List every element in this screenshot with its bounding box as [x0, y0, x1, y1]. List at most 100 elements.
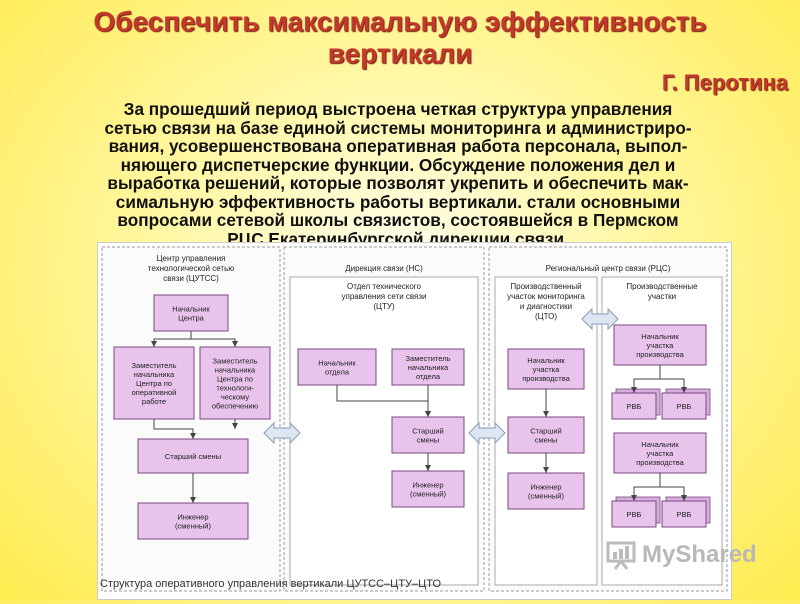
svg-text:Инженер: Инженер [530, 483, 561, 492]
svg-text:и диагностики: и диагностики [520, 302, 572, 311]
presentation-icon [606, 541, 636, 570]
connector-line [631, 473, 661, 501]
svg-text:Заместитель: Заместитель [406, 354, 451, 363]
svg-text:управления сети связи: управления сети связи [341, 292, 426, 301]
svg-text:участки: участки [648, 292, 676, 301]
box-center-head [153, 294, 229, 332]
svg-text:начальника: начальника [134, 370, 175, 379]
svg-text:РВБ: РВБ [677, 510, 692, 519]
svg-text:(сменный): (сменный) [528, 492, 564, 501]
box-rvb-1b [661, 392, 707, 420]
panel-rcs-label: Региональный центр связи (РЦС) [546, 264, 671, 273]
box-dept-deputy [391, 348, 465, 386]
svg-text:оперативной: оперативной [132, 388, 177, 397]
svg-text:смены: смены [417, 436, 440, 445]
svg-text:производства: производства [636, 458, 684, 467]
svg-text:РВБ: РВБ [627, 510, 642, 519]
svg-text:работе: работе [142, 397, 166, 406]
double-arrow-icon [581, 307, 619, 331]
svg-text:производства: производства [522, 374, 570, 383]
svg-text:участка: участка [647, 341, 674, 350]
svg-text:Старший смены: Старший смены [165, 452, 221, 461]
connector-line [153, 419, 196, 439]
body-line: няющего диспетчерские функции. Обсуждени… [120, 154, 676, 175]
svg-text:(сменный): (сменный) [175, 522, 211, 531]
box-rvb-2b-label: РВБ [677, 510, 692, 519]
svg-text:Производственный: Производственный [510, 282, 581, 291]
watermark: MyShared [606, 540, 757, 570]
double-arrow-icon [468, 421, 506, 445]
body-line: симальную эффективность работы вертикали… [115, 191, 681, 212]
box-cto-head [507, 348, 585, 390]
author-name: Г. Перотина [661, 70, 788, 95]
svg-text:связи (ЦУТСС): связи (ЦУТСС) [163, 274, 219, 283]
body-text: За прошедший период выстроена четкая стр… [10, 100, 786, 248]
svg-text:Центра по: Центра по [217, 375, 253, 384]
svg-text:обеспечению: обеспечению [212, 402, 259, 411]
svg-text:технологической сетью: технологической сетью [148, 264, 235, 273]
box-engineer-ctu-label: Инженер(сменный) [410, 481, 446, 499]
box-site-head-1 [613, 324, 707, 366]
box-senior-shift-cto [507, 416, 585, 454]
svg-text:Дирекция связи (НС): Дирекция связи (НС) [345, 264, 423, 273]
box-engineer-cutss [137, 502, 249, 540]
svg-text:ческому: ческому [221, 393, 250, 402]
svg-text:Центра: Центра [178, 314, 204, 323]
svg-text:Старший: Старший [530, 427, 562, 436]
svg-text:Начальник: Начальник [641, 332, 679, 341]
svg-text:Инженер: Инженер [412, 481, 443, 490]
svg-text:отдела: отдела [325, 368, 350, 377]
svg-text:смены: смены [535, 436, 558, 445]
body-line: вания, усовершенствована оперативная раб… [108, 136, 688, 156]
svg-text:Начальник: Начальник [318, 359, 356, 368]
connector-line [631, 365, 661, 393]
svg-text:Заместитель: Заместитель [132, 361, 177, 370]
svg-text:Инженер: Инженер [177, 513, 208, 522]
svg-text:технологи-: технологи- [216, 384, 254, 393]
slide-title: Обеспечить максимальную эффективность [93, 6, 707, 37]
svg-text:отдела: отдела [416, 372, 441, 381]
svg-text:Центр управления: Центр управления [157, 254, 226, 263]
box-engineer-cutss-label: Инженер(сменный) [175, 513, 211, 531]
box-rvb-2a-label: РВБ [627, 510, 642, 519]
box-engineer-ctu [391, 470, 465, 508]
svg-text:(ЦТУ): (ЦТУ) [373, 302, 395, 311]
body-line: сетью связи на базе единой системы монит… [104, 117, 692, 138]
svg-text:Отдел технического: Отдел технического [347, 282, 421, 291]
body-line: вопросами сетевой школы связистов, состо… [117, 210, 679, 230]
svg-text:Начальник: Начальник [172, 305, 210, 314]
box-senior-shift-cutss-label: Старший смены [165, 452, 221, 461]
box-rvb-2b [661, 500, 707, 528]
box-site-head-2 [613, 432, 707, 474]
svg-text:участка: участка [533, 365, 560, 374]
box-rvb-2a [611, 500, 657, 528]
svg-text:(сменный): (сменный) [410, 490, 446, 499]
connector-line [660, 378, 687, 393]
svg-text:Заместитель: Заместитель [213, 357, 258, 366]
slide-title-line2: вертикали [327, 38, 473, 69]
box-engineer-cto-label: Инженер(сменный) [528, 483, 564, 501]
svg-text:(ЦТО): (ЦТО) [535, 312, 557, 321]
connector-line [191, 338, 238, 347]
svg-text:начальника: начальника [215, 366, 256, 375]
diagram-caption: Структура оперативного управления вертик… [100, 578, 442, 590]
svg-text:производства: производства [636, 350, 684, 359]
box-engineer-cto [507, 472, 585, 510]
svg-text:РВБ: РВБ [677, 402, 692, 411]
